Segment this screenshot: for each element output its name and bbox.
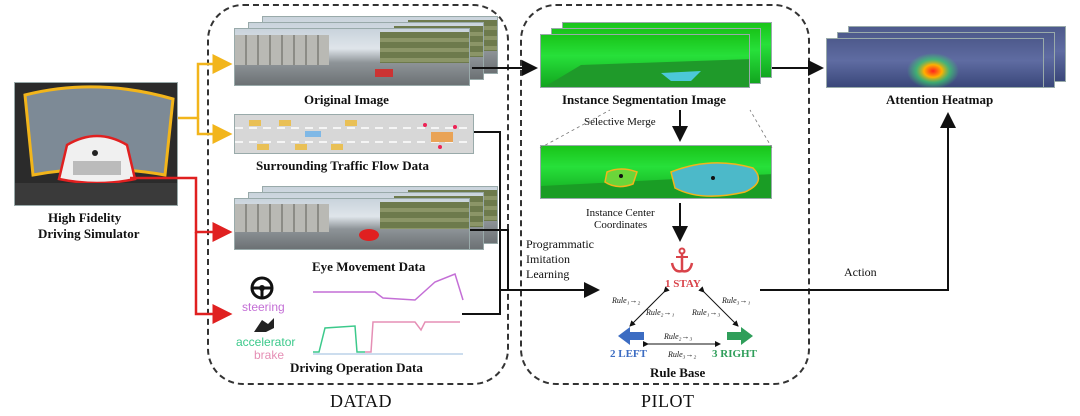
- anchor-icon: [670, 247, 694, 279]
- action-label: Action: [844, 265, 877, 279]
- pilot-title: PILOT: [641, 391, 695, 411]
- state-stay: 1 STAY: [665, 278, 701, 290]
- pil-line3: Learning: [526, 267, 570, 281]
- brake-legend: brake: [254, 348, 285, 362]
- state-transitions: [629, 286, 739, 347]
- driving-operation-label: Driving Operation Data: [290, 360, 423, 375]
- state-right: 3 RIGHT: [712, 348, 757, 360]
- right-arrow-icon: [727, 327, 753, 349]
- simulator-label-line1: High Fidelity: [48, 210, 122, 225]
- left-arrow-icon: [618, 327, 644, 349]
- steering-wheel-icon: [250, 276, 274, 304]
- rule-2-3: Rule₂→₃: [664, 332, 693, 341]
- pedal-icon: [252, 316, 276, 338]
- eye-movement-label: Eye Movement Data: [312, 259, 426, 274]
- driving-operation-plot: [313, 273, 464, 355]
- simulator-label-line2: Driving Simulator: [38, 226, 140, 241]
- pil-line1: Programmatic: [526, 237, 594, 251]
- state-left: 2 LEFT: [610, 348, 647, 360]
- steering-legend: steering: [242, 300, 285, 314]
- segmentation-label: Instance Segmentation Image: [562, 92, 726, 107]
- instance-center-line1: Instance Center: [586, 207, 655, 219]
- rule-base-label: Rule Base: [650, 365, 706, 380]
- merged-image: [540, 145, 772, 199]
- heatmap-label: Attention Heatmap: [886, 92, 994, 107]
- rule-3-2: Rule₃→₂: [668, 350, 697, 359]
- traffic-flow-image: [234, 114, 474, 154]
- datad-title: DATAD: [330, 391, 393, 411]
- original-image: [234, 28, 470, 86]
- heatmap-image: [826, 38, 1044, 88]
- rule-2-1: Rule₂→₁: [646, 308, 675, 317]
- traffic-flow-label: Surrounding Traffic Flow Data: [256, 158, 429, 173]
- original-image-label: Original Image: [304, 92, 389, 107]
- rule-1-2: Rule₁→₂: [612, 296, 641, 305]
- pil-line2: Imitation: [526, 252, 570, 266]
- driving-simulator-image: [14, 82, 178, 206]
- selective-merge-label: Selective Merge: [584, 116, 656, 128]
- segmentation-image: [540, 34, 750, 88]
- rule-3-1: Rule₃→₁: [722, 296, 751, 305]
- accelerator-legend: accelerator: [236, 335, 296, 349]
- eye-movement-image: [234, 198, 470, 250]
- rule-1-3: Rule₁→₃: [692, 308, 721, 317]
- instance-center-line2: Coordinates: [594, 219, 648, 231]
